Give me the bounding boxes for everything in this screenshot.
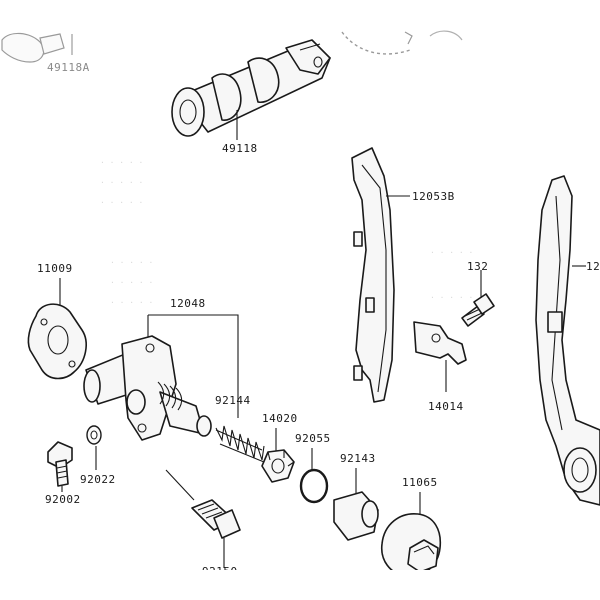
label-92055: 92055 <box>295 432 331 445</box>
label-14020: 14020 <box>262 412 298 425</box>
bolt-92002 <box>47 441 73 492</box>
label-92143: 92143 <box>340 452 376 465</box>
label-92022: 92022 <box>80 473 116 486</box>
label-11009: 11009 <box>37 262 73 275</box>
label-120-partial: 120 <box>586 260 600 273</box>
collar-92143 <box>333 491 379 541</box>
label-12053B: 12053B <box>412 190 455 203</box>
sprocket-fragment <box>341 30 463 55</box>
chain-guide-front <box>351 147 410 403</box>
label-92144: 92144 <box>215 394 251 407</box>
svg-text:· · · · ·: · · · · · <box>100 158 143 167</box>
svg-text:· · · · ·: · · · · · <box>110 278 153 287</box>
nut-14020 <box>261 449 295 483</box>
label-92002: 92002 <box>45 493 81 506</box>
camshaft-drawing <box>171 39 331 140</box>
bracket-14014 <box>413 321 467 392</box>
label-49118: 49118 <box>222 142 258 155</box>
label-11065: 11065 <box>402 476 438 489</box>
svg-text:· · · · ·: · · · · · <box>110 258 153 267</box>
tensioner-assembly-12048 <box>83 314 239 501</box>
background-print-through: · · · · · · · · · · · · · · · · · · · · … <box>100 158 473 307</box>
bolt-92150 <box>191 499 241 568</box>
spring-92144 <box>215 425 265 463</box>
label-14014: 14014 <box>428 400 464 413</box>
svg-text:· · · · ·: · · · · · <box>430 293 473 302</box>
svg-text:· · · · ·: · · · · · <box>110 298 153 307</box>
washer-92022 <box>86 425 102 470</box>
label-12048: 12048 <box>170 297 206 310</box>
label-49118A: 49118A <box>47 61 90 74</box>
svg-text:· · · · ·: · · · · · <box>100 198 143 207</box>
svg-text:· · · · ·: · · · · · <box>430 248 473 257</box>
camshaft-faded-drawing <box>1 32 73 63</box>
bolt-132 <box>461 270 495 327</box>
label-132: 132 <box>467 260 488 273</box>
gasket-11009 <box>27 278 87 380</box>
o-ring-92055 <box>299 468 329 504</box>
bottom-margin <box>0 570 600 600</box>
cap-11065 <box>381 513 442 577</box>
svg-text:· · · · ·: · · · · · <box>100 178 143 187</box>
chain-guide-rear <box>535 175 600 506</box>
